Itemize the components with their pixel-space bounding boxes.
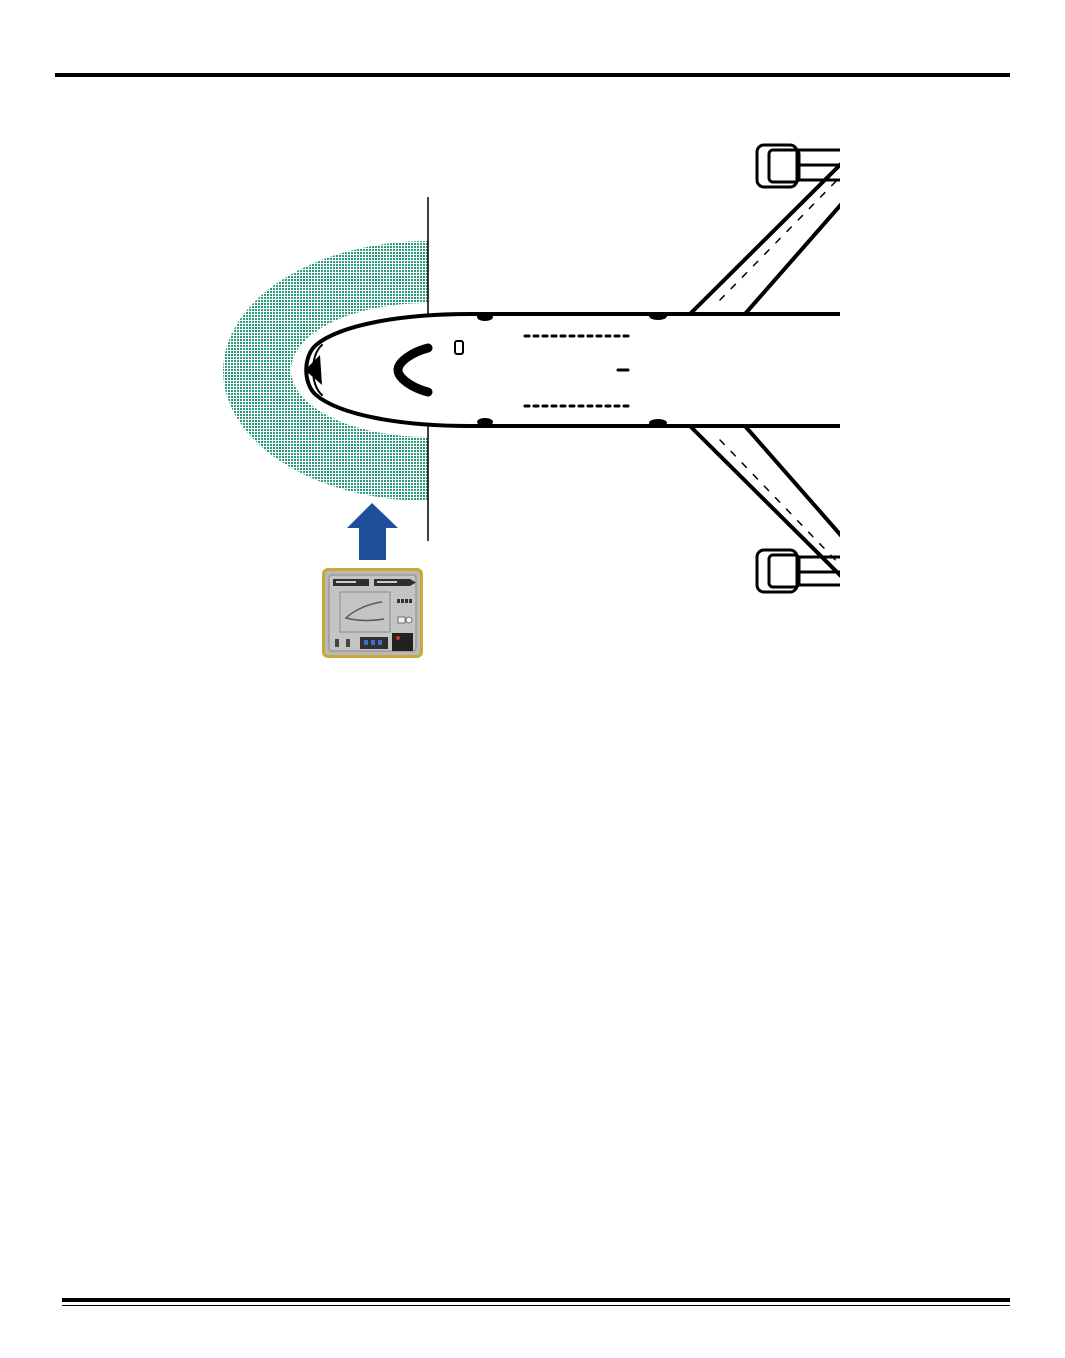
aircraft-diagram (223, 143, 840, 658)
header-rule (55, 73, 1010, 77)
detection-zone-icon (223, 241, 428, 501)
aircraft-top-view-icon (304, 143, 840, 594)
control-panel-icon (322, 568, 423, 658)
direction-arrow-icon (347, 503, 398, 560)
footer-rule-thin (62, 1305, 1010, 1306)
footer-rule (62, 1298, 1010, 1302)
